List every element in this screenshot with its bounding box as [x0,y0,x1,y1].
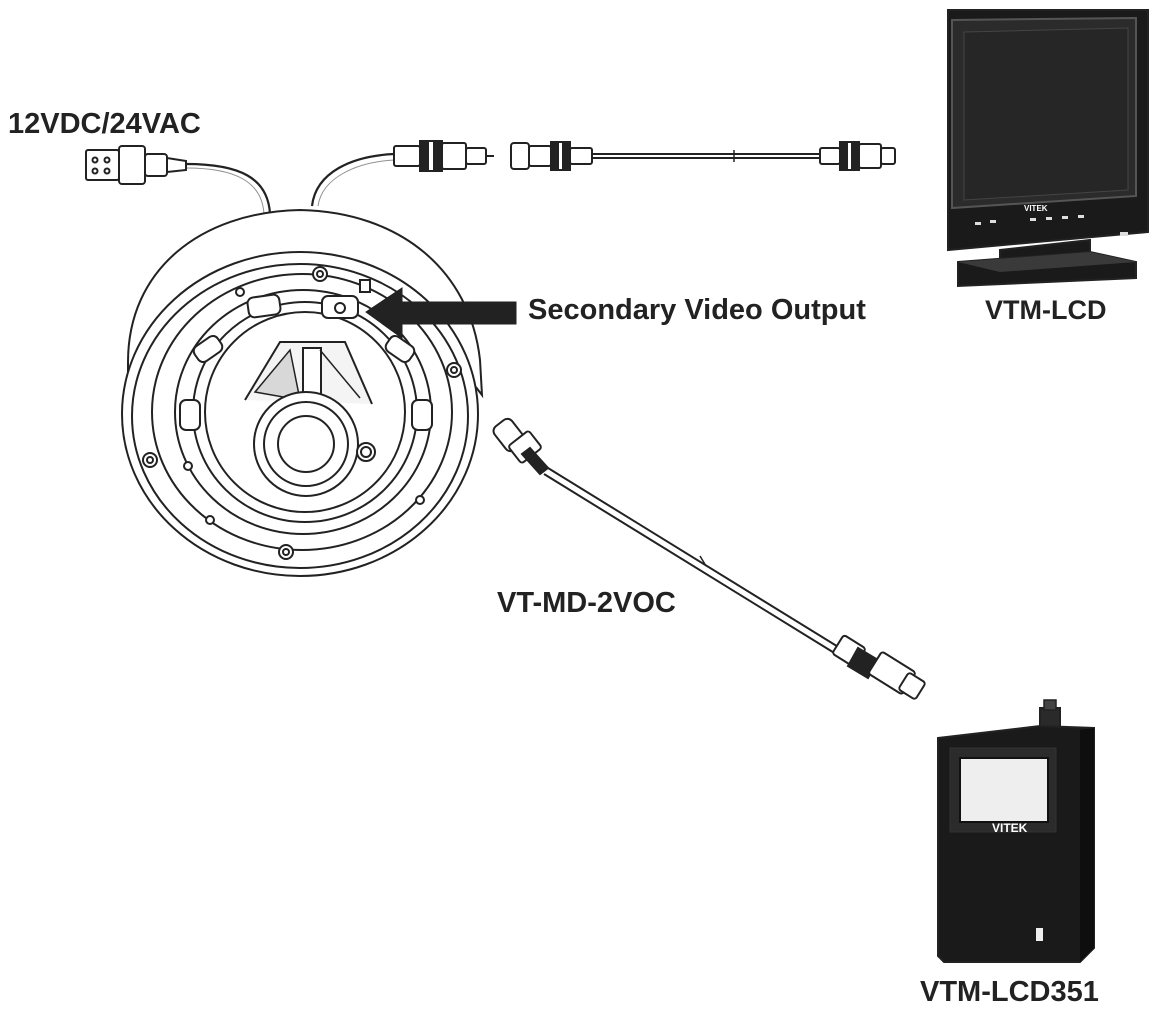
power-input-label: 12VDC/24VAC [8,108,201,140]
bnc-connector-camera [393,140,494,172]
secondary-cable [492,417,926,700]
video-cable [310,152,395,207]
handheld-name-label: VTM-LCD351 [920,976,1099,1008]
power-cable [185,162,272,215]
handheld-brand-logo: VITEK [992,821,1028,835]
bnc-patch-cable [510,141,896,171]
lcd-monitor [947,9,1149,288]
monitor-brand-logo: VITEK [1024,204,1048,213]
dome-camera [121,208,484,577]
pointer-arrow [365,287,517,339]
handheld-monitor [937,699,1095,963]
secondary-output-label: Secondary Video Output [528,294,866,326]
monitor-name-label: VTM-LCD [985,295,1107,325]
cable-name-label: VT-MD-2VOC [497,587,676,619]
power-connector [85,145,187,185]
